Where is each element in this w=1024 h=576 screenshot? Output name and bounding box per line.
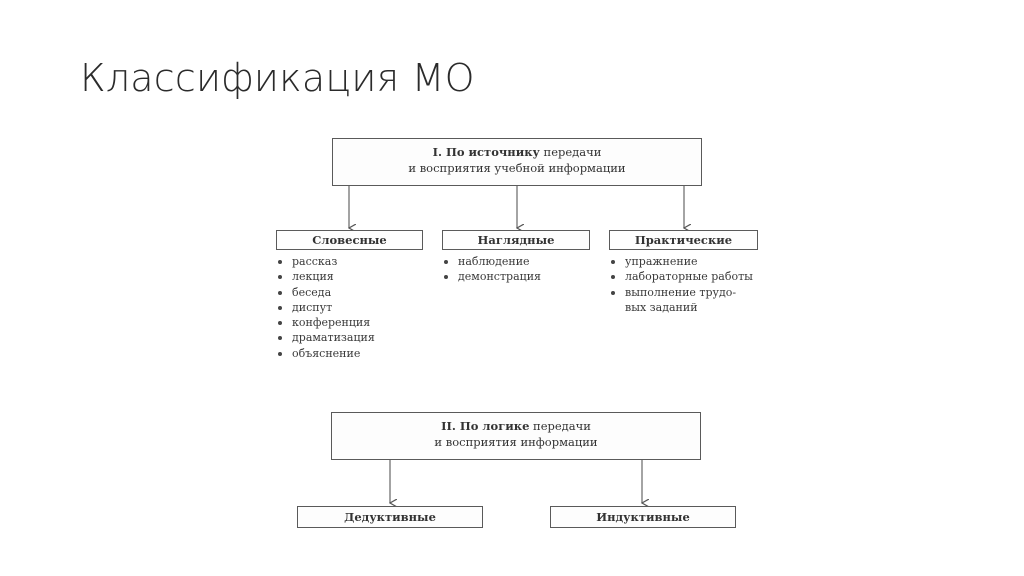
list-item: диспут [276,300,375,315]
category-prakticheskie-label: Практические [634,233,733,247]
category-induktivnye-label: Индуктивные [596,510,690,524]
list-item-continuation: вых заданий [625,300,698,314]
group2-header-box: II. По логике передачи и восприятия инфо… [331,412,701,460]
slide-title: Классификация МО [80,56,475,100]
category-naglyadnye-box: Наглядные [442,230,590,250]
list-item: выполнение трудо- [609,285,753,300]
group2-title-rest: передачи [529,419,591,433]
list-item: наблюдение [442,254,541,269]
group1-title-line2: и восприятия учебной информации [408,161,626,175]
group1-title-line1: I. По источнику передачи [333,144,701,160]
list-item: конференция [276,315,375,330]
slovesnye-list: рассказ лекция беседа диспут конференция… [276,254,375,361]
group2-title-bold: II. По логике [441,419,530,433]
group2-title-line2: и восприятия информации [434,435,598,449]
prakticheskie-list: упражнение лабораторные работы выполнени… [609,254,753,315]
group1-header-box: I. По источнику передачи и восприятия уч… [332,138,702,186]
group1-title-rest: передачи [539,145,602,159]
group2-title-line1: II. По логике передачи [332,418,700,434]
list-item: лабораторные работы [609,269,753,284]
category-induktivnye-box: Индуктивные [550,506,736,528]
category-slovesnye-box: Словесные [276,230,423,250]
list-item: демонстрация [442,269,541,284]
list-item: драматизация [276,330,375,345]
naglyadnye-list: наблюдение демонстрация [442,254,541,285]
category-deduktivnye-box: Дедуктивные [297,506,483,528]
category-naglyadnye-label: Наглядные [477,233,555,247]
list-item: упражнение [609,254,753,269]
category-slovesnye-label: Словесные [312,233,387,247]
list-item: объяснение [276,346,375,361]
category-deduktivnye-label: Дедуктивные [344,510,436,524]
list-item: рассказ [276,254,375,269]
list-item: лекция [276,269,375,284]
group1-title-bold: I. По источнику [432,145,540,159]
category-prakticheskie-box: Практические [609,230,758,250]
list-item: беседа [276,285,375,300]
